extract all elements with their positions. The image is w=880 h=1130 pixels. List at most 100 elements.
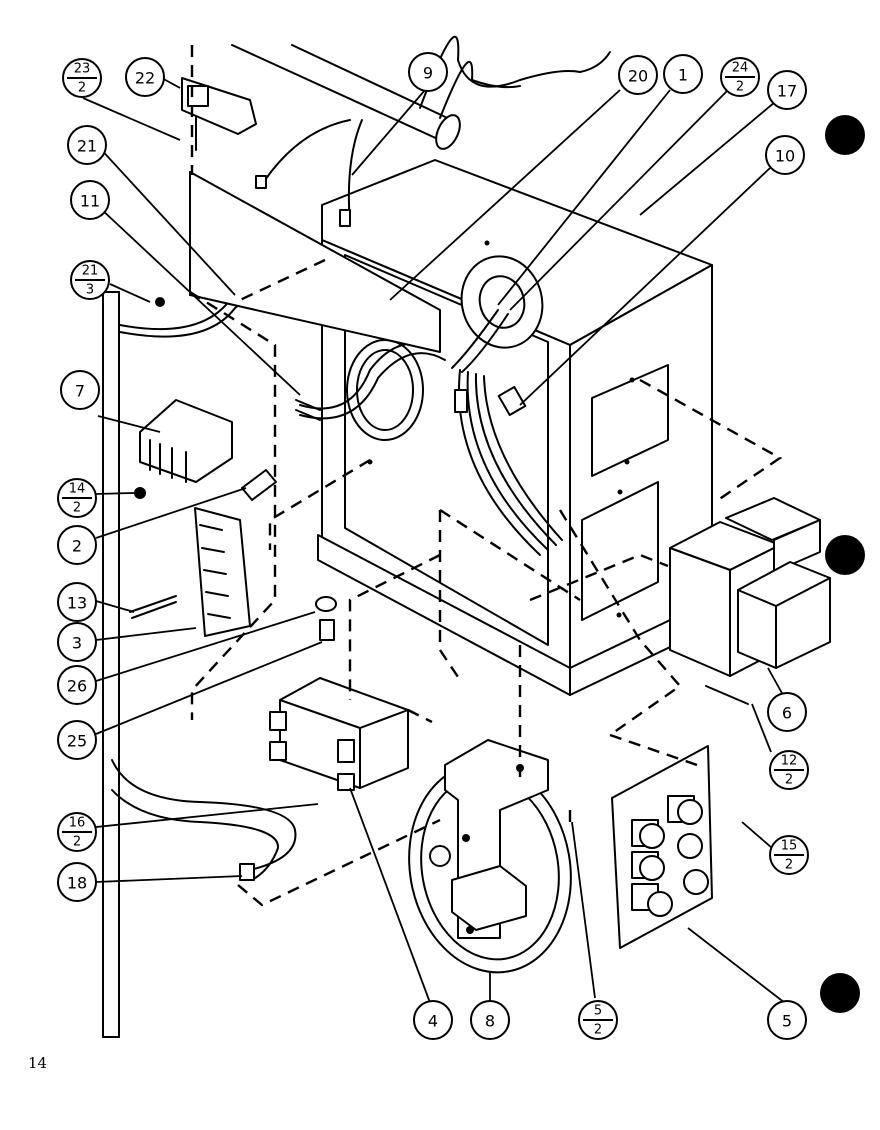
callout-25: 25 [57, 720, 97, 760]
callout-21: 21 [67, 125, 107, 165]
callout-8: 8 [470, 1000, 510, 1040]
callout-quantity: 2 [785, 858, 793, 873]
side-rail [102, 291, 120, 1038]
callout-circle [767, 70, 807, 110]
callout-1: 1 [663, 54, 703, 94]
callout-number: 3 [72, 634, 82, 653]
terminal-strip [194, 507, 251, 637]
callout-9: 9 [408, 52, 448, 92]
callout-number-top: 14 [69, 482, 86, 497]
callout-number: 11 [80, 192, 100, 211]
callout-number: 10 [775, 147, 795, 166]
callout-14-2: 142 [57, 478, 97, 518]
callout-quantity: 2 [73, 501, 81, 516]
callout-number: 22 [135, 69, 155, 88]
callout-number: 4 [428, 1012, 438, 1031]
callout-number: 1 [678, 66, 688, 85]
callout-circle [57, 665, 97, 705]
registration-marks [820, 115, 865, 1013]
callout-6a: 6 [767, 692, 807, 732]
callout-circle [60, 370, 100, 410]
callout-4: 4 [413, 1000, 453, 1040]
callout-number: 6 [782, 704, 792, 723]
callout-number: 9 [423, 64, 433, 83]
callout-number-top: 24 [732, 61, 749, 76]
callout-quantity: 2 [785, 773, 793, 788]
top-duct [231, 35, 611, 150]
callout-circle [408, 52, 448, 92]
leader-lines [82, 76, 786, 1009]
callout-23-2: 232 [62, 58, 102, 98]
callout-21-3: 213 [70, 260, 110, 300]
callout-number: 18 [67, 874, 87, 893]
callout-18: 18 [57, 862, 97, 902]
callout-number: 26 [67, 677, 87, 696]
callout-number-top: 15 [781, 839, 798, 854]
callout-circle [767, 692, 807, 732]
screw-12 [705, 685, 749, 705]
callout-7: 7 [60, 370, 100, 410]
callout-12-2: 122 [769, 750, 809, 790]
callout-5: 5 [767, 1000, 807, 1040]
control-box [317, 159, 717, 696]
mounting-plate [189, 171, 441, 353]
callout-number-top: 21 [82, 264, 99, 279]
callout-number: 2 [72, 537, 82, 556]
callout-circle [470, 1000, 510, 1040]
callout-circle [57, 622, 97, 662]
callout-circle [57, 582, 97, 622]
callout-quantity: 2 [594, 1023, 602, 1038]
callout-number-top: 23 [74, 62, 91, 77]
callout-circle [765, 135, 805, 175]
terminal-board [611, 745, 713, 949]
callout-number: 13 [67, 594, 87, 613]
callout-circle [413, 1000, 453, 1040]
callout-22: 22 [125, 57, 165, 97]
fasteners [129, 297, 337, 641]
callout-13: 13 [57, 582, 97, 622]
transformer-assembly [669, 497, 831, 677]
callout-number-top: 16 [69, 816, 86, 831]
callout-20: 20 [618, 55, 658, 95]
callout-26: 26 [57, 665, 97, 705]
callout-24-2: 242 [720, 57, 760, 97]
contactor-4 [269, 677, 409, 791]
callout-circle [57, 720, 97, 760]
callout-2: 2 [57, 525, 97, 565]
callout-circle [125, 57, 165, 97]
flexible-conduit [111, 759, 297, 881]
callout-number-top: 5 [594, 1004, 602, 1019]
callout-circle [70, 180, 110, 220]
callout-quantity: 2 [73, 835, 81, 850]
callout-16-2: 162 [57, 812, 97, 852]
callout-quantity: 2 [736, 80, 744, 95]
callout-15-2a: 152 [769, 835, 809, 875]
callout-number: 21 [77, 137, 97, 156]
relay-7 [139, 399, 233, 483]
callout-11: 11 [70, 180, 110, 220]
callout-number: 5 [782, 1012, 792, 1031]
callout-circle [57, 525, 97, 565]
blower-assembly [408, 739, 572, 974]
callout-circle [67, 125, 107, 165]
callout-number: 7 [75, 382, 85, 401]
assembly-lines [189, 45, 783, 907]
callout-number: 17 [777, 82, 797, 101]
callout-17: 17 [767, 70, 807, 110]
callout-circle [57, 862, 97, 902]
callout-quantity: 2 [78, 81, 86, 96]
callout-circle [663, 54, 703, 94]
callout-quantity: 3 [86, 283, 94, 298]
callout-number: 20 [628, 67, 648, 86]
callout-number: 25 [67, 732, 87, 751]
callout-number-top: 12 [781, 754, 798, 769]
callout-circle [767, 1000, 807, 1040]
callout-number: 8 [485, 1012, 495, 1031]
page-number: 14 [28, 1054, 47, 1072]
callout-10: 10 [765, 135, 805, 175]
callout-circle [618, 55, 658, 95]
callout-5-2: 52 [578, 1000, 618, 1040]
wire-nut [241, 469, 277, 501]
